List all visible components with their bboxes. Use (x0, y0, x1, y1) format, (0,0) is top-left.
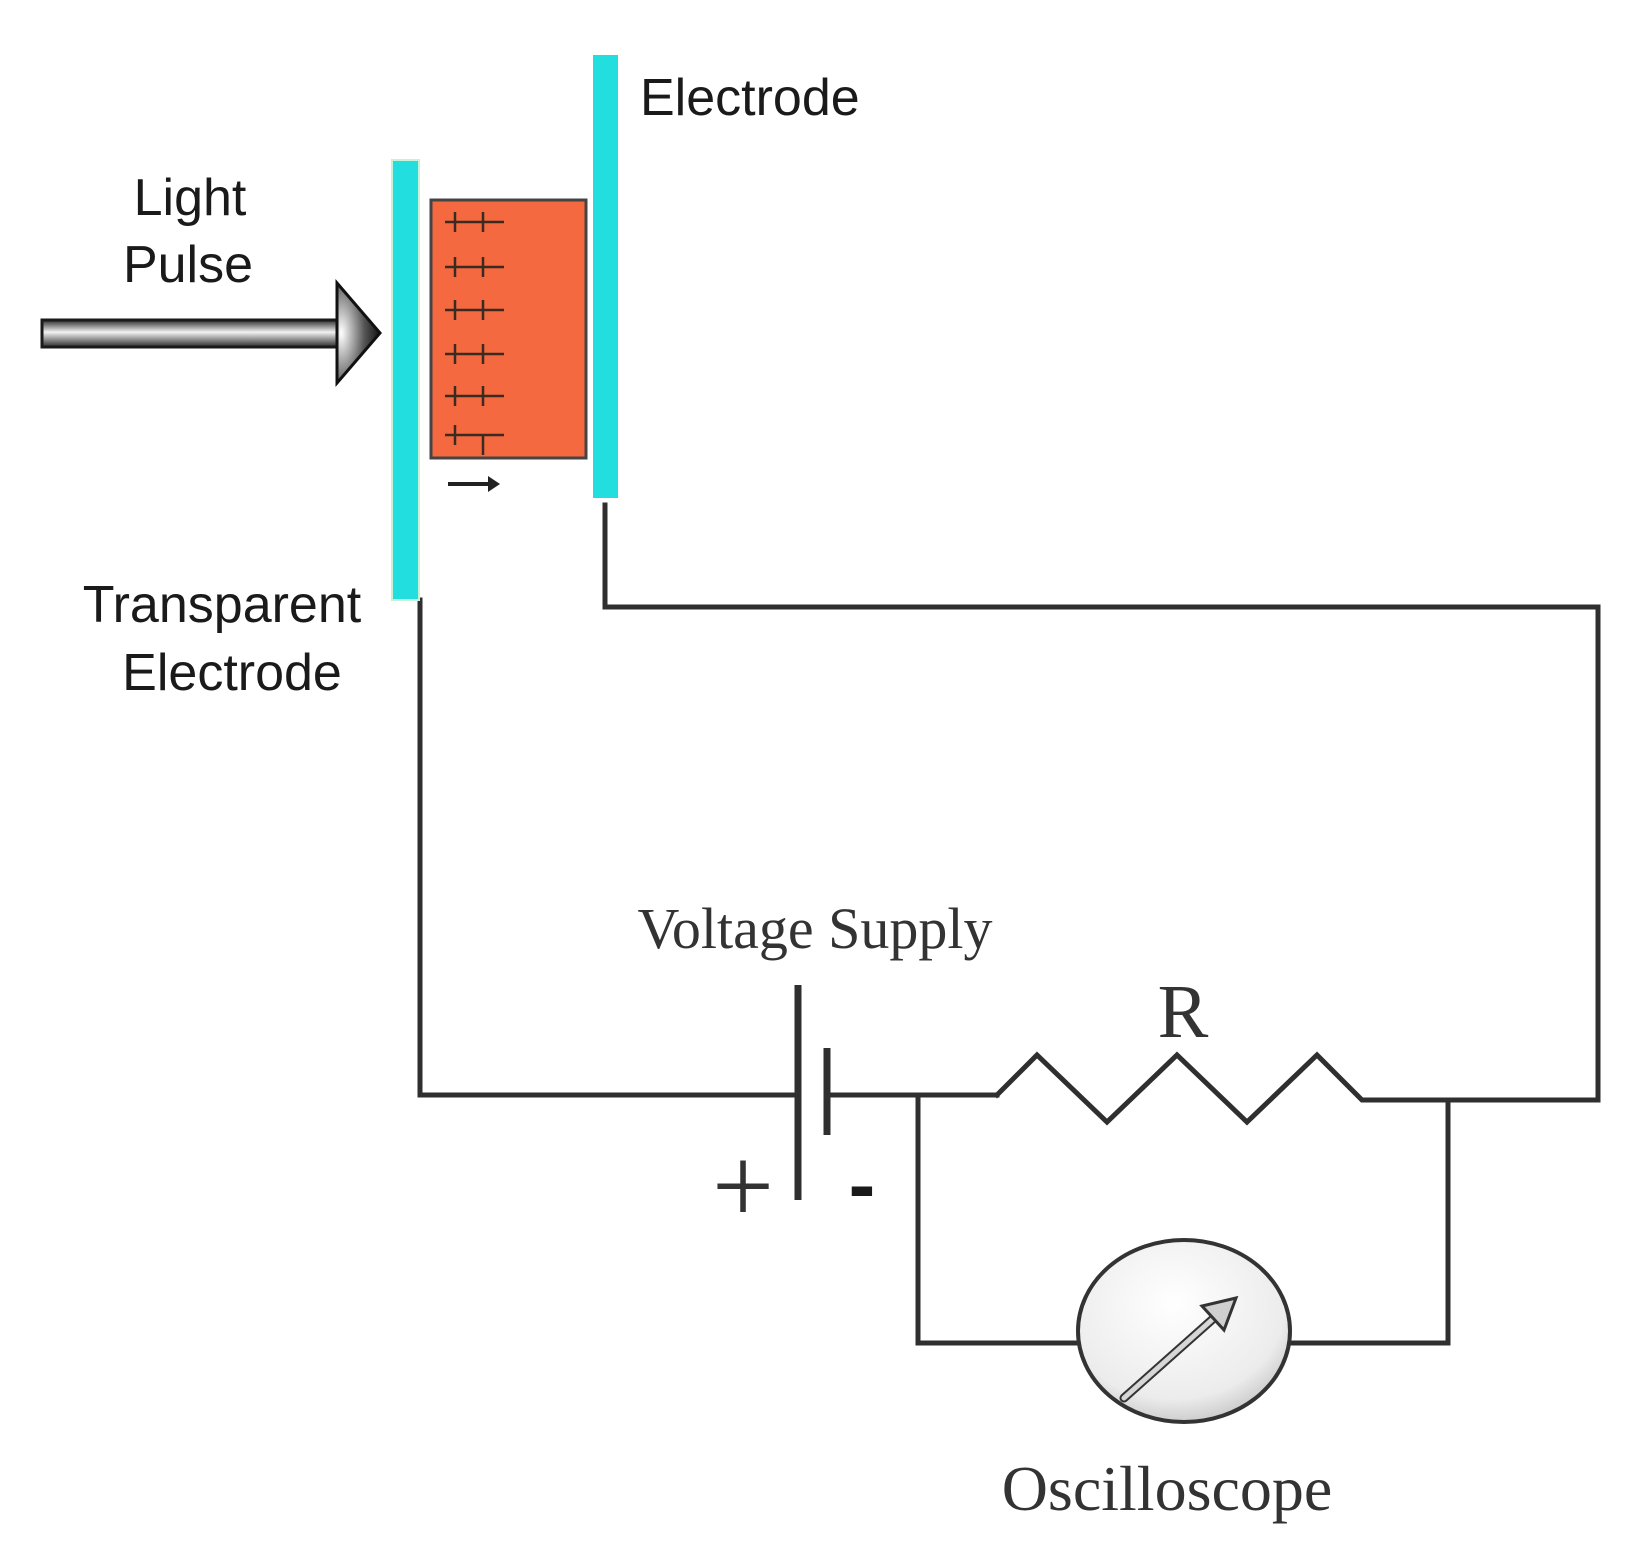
transparent-electrode-label-line1: Transparent (83, 576, 362, 634)
voltage-supply-label: Voltage Supply (638, 896, 993, 961)
meter-needle-icon (1119, 1295, 1239, 1403)
right-arrow-icon (40, 278, 382, 388)
circuit-wires (417, 502, 1601, 1346)
meter-face (1076, 1238, 1292, 1424)
electrode (593, 55, 618, 498)
transparent-electrode-label-line2: Electrode (122, 644, 342, 702)
oscilloscope (1076, 1238, 1292, 1424)
wire-right-loop (602, 502, 1601, 1103)
light-pulse-label-line2: Pulse (123, 236, 253, 294)
wire-meter-to-right-node (1287, 1097, 1451, 1346)
positive-charges (445, 212, 504, 455)
transparent-electrode (391, 159, 420, 601)
small-arrow-icon (448, 476, 500, 492)
wire-node-down-to-meter (915, 1092, 1081, 1346)
resistor-zigzag-icon (993, 1051, 1451, 1126)
resistor-label: R (1158, 970, 1209, 1054)
wire-left-loop (417, 597, 798, 1098)
plus-sign: + (712, 1125, 774, 1247)
electrode-label: Electrode (640, 69, 860, 127)
resistor (993, 1051, 1451, 1126)
minus-sign: - (849, 1140, 876, 1229)
sample-slab (429, 198, 588, 460)
light-pulse-label-line1: Light (134, 169, 247, 227)
battery-symbol-icon (794, 985, 831, 1200)
oscilloscope-label: Oscilloscope (1002, 1453, 1333, 1524)
